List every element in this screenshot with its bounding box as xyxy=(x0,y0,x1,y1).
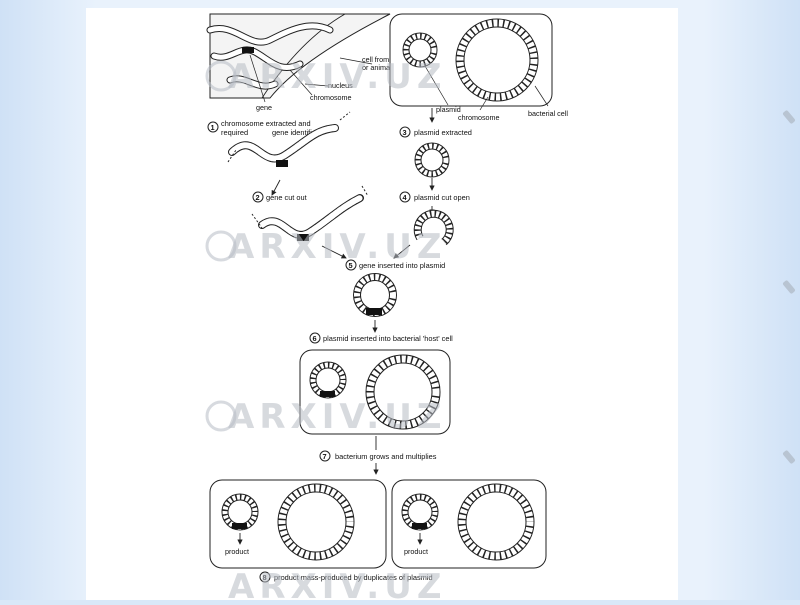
cell-label: cell from plant xyxy=(362,55,407,64)
watermark: ARXIV.UZ xyxy=(228,567,446,600)
cell-label-2: or animal xyxy=(362,63,392,72)
step-1: 1 chromosome extracted and required gene… xyxy=(207,111,351,167)
step-3-text: plasmid extracted xyxy=(414,128,472,137)
step-2-text: gene cut out xyxy=(266,193,307,202)
step-8-text: product mass-produced by duplicates of p… xyxy=(274,573,433,582)
step-5-text: gene inserted into plasmid xyxy=(359,261,445,270)
nucleus-label: nucleus xyxy=(328,81,353,90)
gene-marker xyxy=(276,160,288,167)
svg-text:5: 5 xyxy=(349,261,353,270)
diagram-page: cell from plant or animal nucleus chromo… xyxy=(86,8,678,605)
svg-text:2: 2 xyxy=(256,193,260,202)
watermark: ARXIV.UZ xyxy=(228,57,446,97)
svg-text:8: 8 xyxy=(263,573,267,582)
product-panel-left: product xyxy=(209,479,387,569)
svg-text:7: 7 xyxy=(323,452,327,461)
product-label: product xyxy=(404,547,428,556)
watermark: ARXIV.UZ xyxy=(228,397,446,437)
decorative-dash xyxy=(782,449,796,465)
watermark-group: ARXIV.UZ ARXIV.UZ ARXIV.UZ ARXIV.UZ xyxy=(205,57,446,605)
gene-marker xyxy=(412,523,427,529)
product-label: product xyxy=(225,547,249,556)
watermark: ARXIV.UZ xyxy=(228,227,446,267)
svg-text:6: 6 xyxy=(313,334,317,343)
step-1-text-2: required xyxy=(221,128,248,137)
step-6-text: plasmid inserted into bacterial 'host' c… xyxy=(323,334,453,343)
gene-label: gene xyxy=(256,103,272,112)
genetic-engineering-diagram: cell from plant or animal nucleus chromo… xyxy=(205,13,568,605)
step-3: 3 plasmid extracted xyxy=(399,126,472,191)
step-4: 4 plasmid cut open xyxy=(393,191,470,259)
step-6: 6 plasmid inserted into bacterial 'host'… xyxy=(299,332,453,450)
decorative-dash xyxy=(782,279,796,295)
step-1-text: chromosome extracted and xyxy=(221,119,311,128)
step-4-text: plasmid cut open xyxy=(414,193,470,202)
gene-marker xyxy=(320,391,335,397)
product-panel-right: product xyxy=(391,479,547,569)
gene-marker xyxy=(366,308,382,315)
step-7: 7 bacterium grows and multiplies xyxy=(319,450,437,475)
svg-text:3: 3 xyxy=(403,128,407,137)
svg-text:1: 1 xyxy=(211,123,215,132)
svg-text:4: 4 xyxy=(403,193,408,202)
step-1-text-3: gene identified xyxy=(272,128,320,137)
bacterial-cell-label: bacterial cell xyxy=(528,109,568,118)
bacterial-cell-panel: plasmid chromosome bacterial cell xyxy=(389,13,568,123)
gene-marker xyxy=(232,523,247,529)
gene-marker xyxy=(242,47,254,53)
step-5: 5 gene inserted into plasmid xyxy=(345,259,445,333)
step-8: 8 product mass-produced by duplicates of… xyxy=(259,571,433,583)
chromosome-label-2: chromosome xyxy=(458,113,500,122)
gene-marker xyxy=(297,234,309,241)
step-2: 2 gene cut out xyxy=(251,179,369,259)
chromosome-label: chromosome xyxy=(310,93,352,102)
step-7-text: bacterium grows and multiplies xyxy=(335,452,437,461)
decorative-dash xyxy=(782,109,796,125)
cell-nucleus-panel: cell from plant or animal nucleus chromo… xyxy=(206,13,407,112)
plasmid-label: plasmid xyxy=(436,105,461,114)
